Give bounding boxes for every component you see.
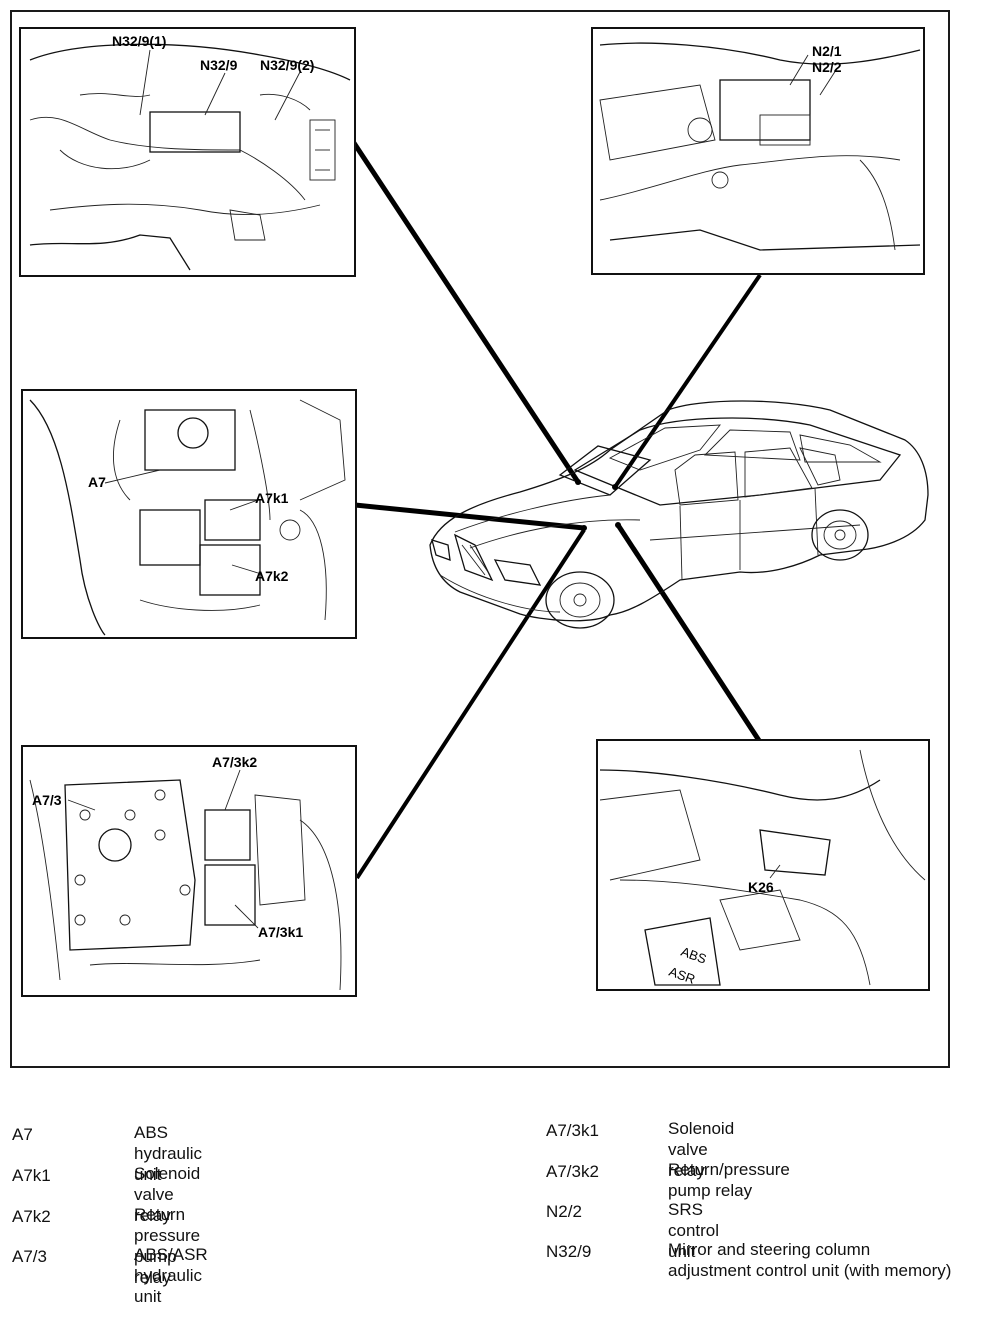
diagram-frame — [10, 10, 950, 1068]
legend-code-a7-3k2: A7/3k2 — [546, 1162, 599, 1181]
legend-code-a7-3k1: A7/3k1 — [546, 1121, 599, 1140]
panel-mid-left: A7 A7k1 A7k2 — [21, 389, 357, 639]
legend-desc-a7k1: Solenoid valve relay — [134, 1164, 201, 1225]
callout-a7k1: A7k1 — [255, 490, 289, 506]
leader-lines — [351, 141, 763, 880]
callout-a7-3k2: A7/3k2 — [212, 754, 257, 770]
legend-desc-a7-3k2: Return/pressure pump relay — [668, 1160, 790, 1200]
target-dot-top-left — [575, 479, 581, 485]
callout-n32-9-2: N32/9(2) — [260, 57, 314, 73]
target-dot-bottom-right — [615, 522, 621, 528]
legend-desc-n2-2: SRS control unit — [668, 1200, 720, 1261]
abs-asr-hydraulic-unit — [64, 779, 196, 951]
legend-desc-a7k2: Return pressure pump relay — [134, 1205, 201, 1287]
leader-bottom-left — [355, 528, 586, 880]
panel-bottom-left: A7/3k2 A7/3 A7/3k1 — [21, 745, 357, 997]
leader-mid-left — [354, 502, 585, 531]
leader-top-right — [613, 273, 762, 489]
srs-control-unit — [719, 79, 811, 141]
legend-desc-a7: ABS hydraulic unit — [134, 1123, 203, 1184]
callout-a7: A7 — [88, 474, 106, 490]
panel-bottom-right: K26 ABS ASR — [596, 739, 930, 991]
leader-bottom-right — [615, 523, 763, 744]
car-illustration — [429, 400, 929, 629]
rear-wheel — [811, 509, 869, 561]
callout-a7k2: A7k2 — [255, 568, 289, 584]
callout-n2-1: N2/1 — [812, 43, 842, 59]
callout-k26: K26 — [748, 879, 774, 895]
legend-desc-a7-3k1: Solenoid valve relay — [668, 1119, 735, 1180]
abs-hydraulic-unit — [144, 409, 236, 471]
target-dot-top-right — [612, 484, 618, 490]
legend-code-n32-9: N32/9 — [546, 1242, 592, 1261]
legend-desc-n32-9: Mirror and steering column adjustment co… — [668, 1240, 952, 1280]
callout-n32-9-1: N32/9(1) — [112, 33, 166, 49]
a7k2-relay — [199, 544, 261, 596]
legend-code-n2-2: N2/2 — [546, 1202, 582, 1221]
callout-a7-3: A7/3 — [32, 792, 62, 808]
callout-n32-9: N32/9 — [200, 57, 238, 73]
legend-desc-a7-3: ABS/ASR hydraulic unit — [134, 1245, 208, 1306]
legend-code-a7k1: A7k1 — [12, 1166, 51, 1185]
legend-code-a7: A7 — [12, 1125, 33, 1144]
target-dot-mid — [581, 525, 587, 531]
leader-top-left — [351, 141, 581, 484]
legend-code-a7-3: A7/3 — [12, 1247, 47, 1266]
front-wheel — [545, 571, 615, 629]
mirror-control-unit — [149, 111, 241, 153]
panel-top-left: N32/9(1) N32/9 N32/9(2) — [19, 27, 356, 277]
k26-relay — [759, 829, 831, 876]
panel-top-right: N2/1 N2/2 — [591, 27, 925, 275]
a7k1-relay — [139, 509, 201, 566]
a7-3k2-relay — [204, 809, 251, 861]
callout-n2-2: N2/2 — [812, 59, 842, 75]
a7-3k1-relay — [204, 864, 256, 926]
legend-code-a7k2: A7k2 — [12, 1207, 51, 1226]
callout-a7-3k1: A7/3k1 — [258, 924, 303, 940]
